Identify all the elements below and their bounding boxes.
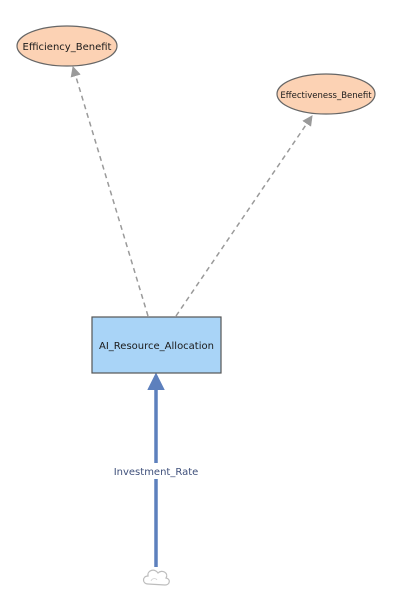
link-stock-to-effectiveness	[175, 115, 313, 317]
stock-ai-resource-allocation[interactable]	[91, 316, 222, 374]
auxiliary-effectiveness-label: Effectiveness_Benefit	[280, 91, 372, 101]
auxiliary-effectiveness-benefit[interactable]	[276, 73, 376, 115]
auxiliary-efficiency-label: Efficiency_Benefit	[23, 42, 112, 53]
stock-label: AI_Resource_Allocation	[99, 341, 214, 352]
flow-label-background	[107, 463, 205, 479]
link-stock-to-efficiency	[70, 65, 149, 317]
flow-label: Investment_Rate	[114, 467, 199, 478]
auxiliary-efficiency-benefit[interactable]	[16, 25, 118, 67]
cloud-icon[interactable]	[142, 569, 170, 586]
